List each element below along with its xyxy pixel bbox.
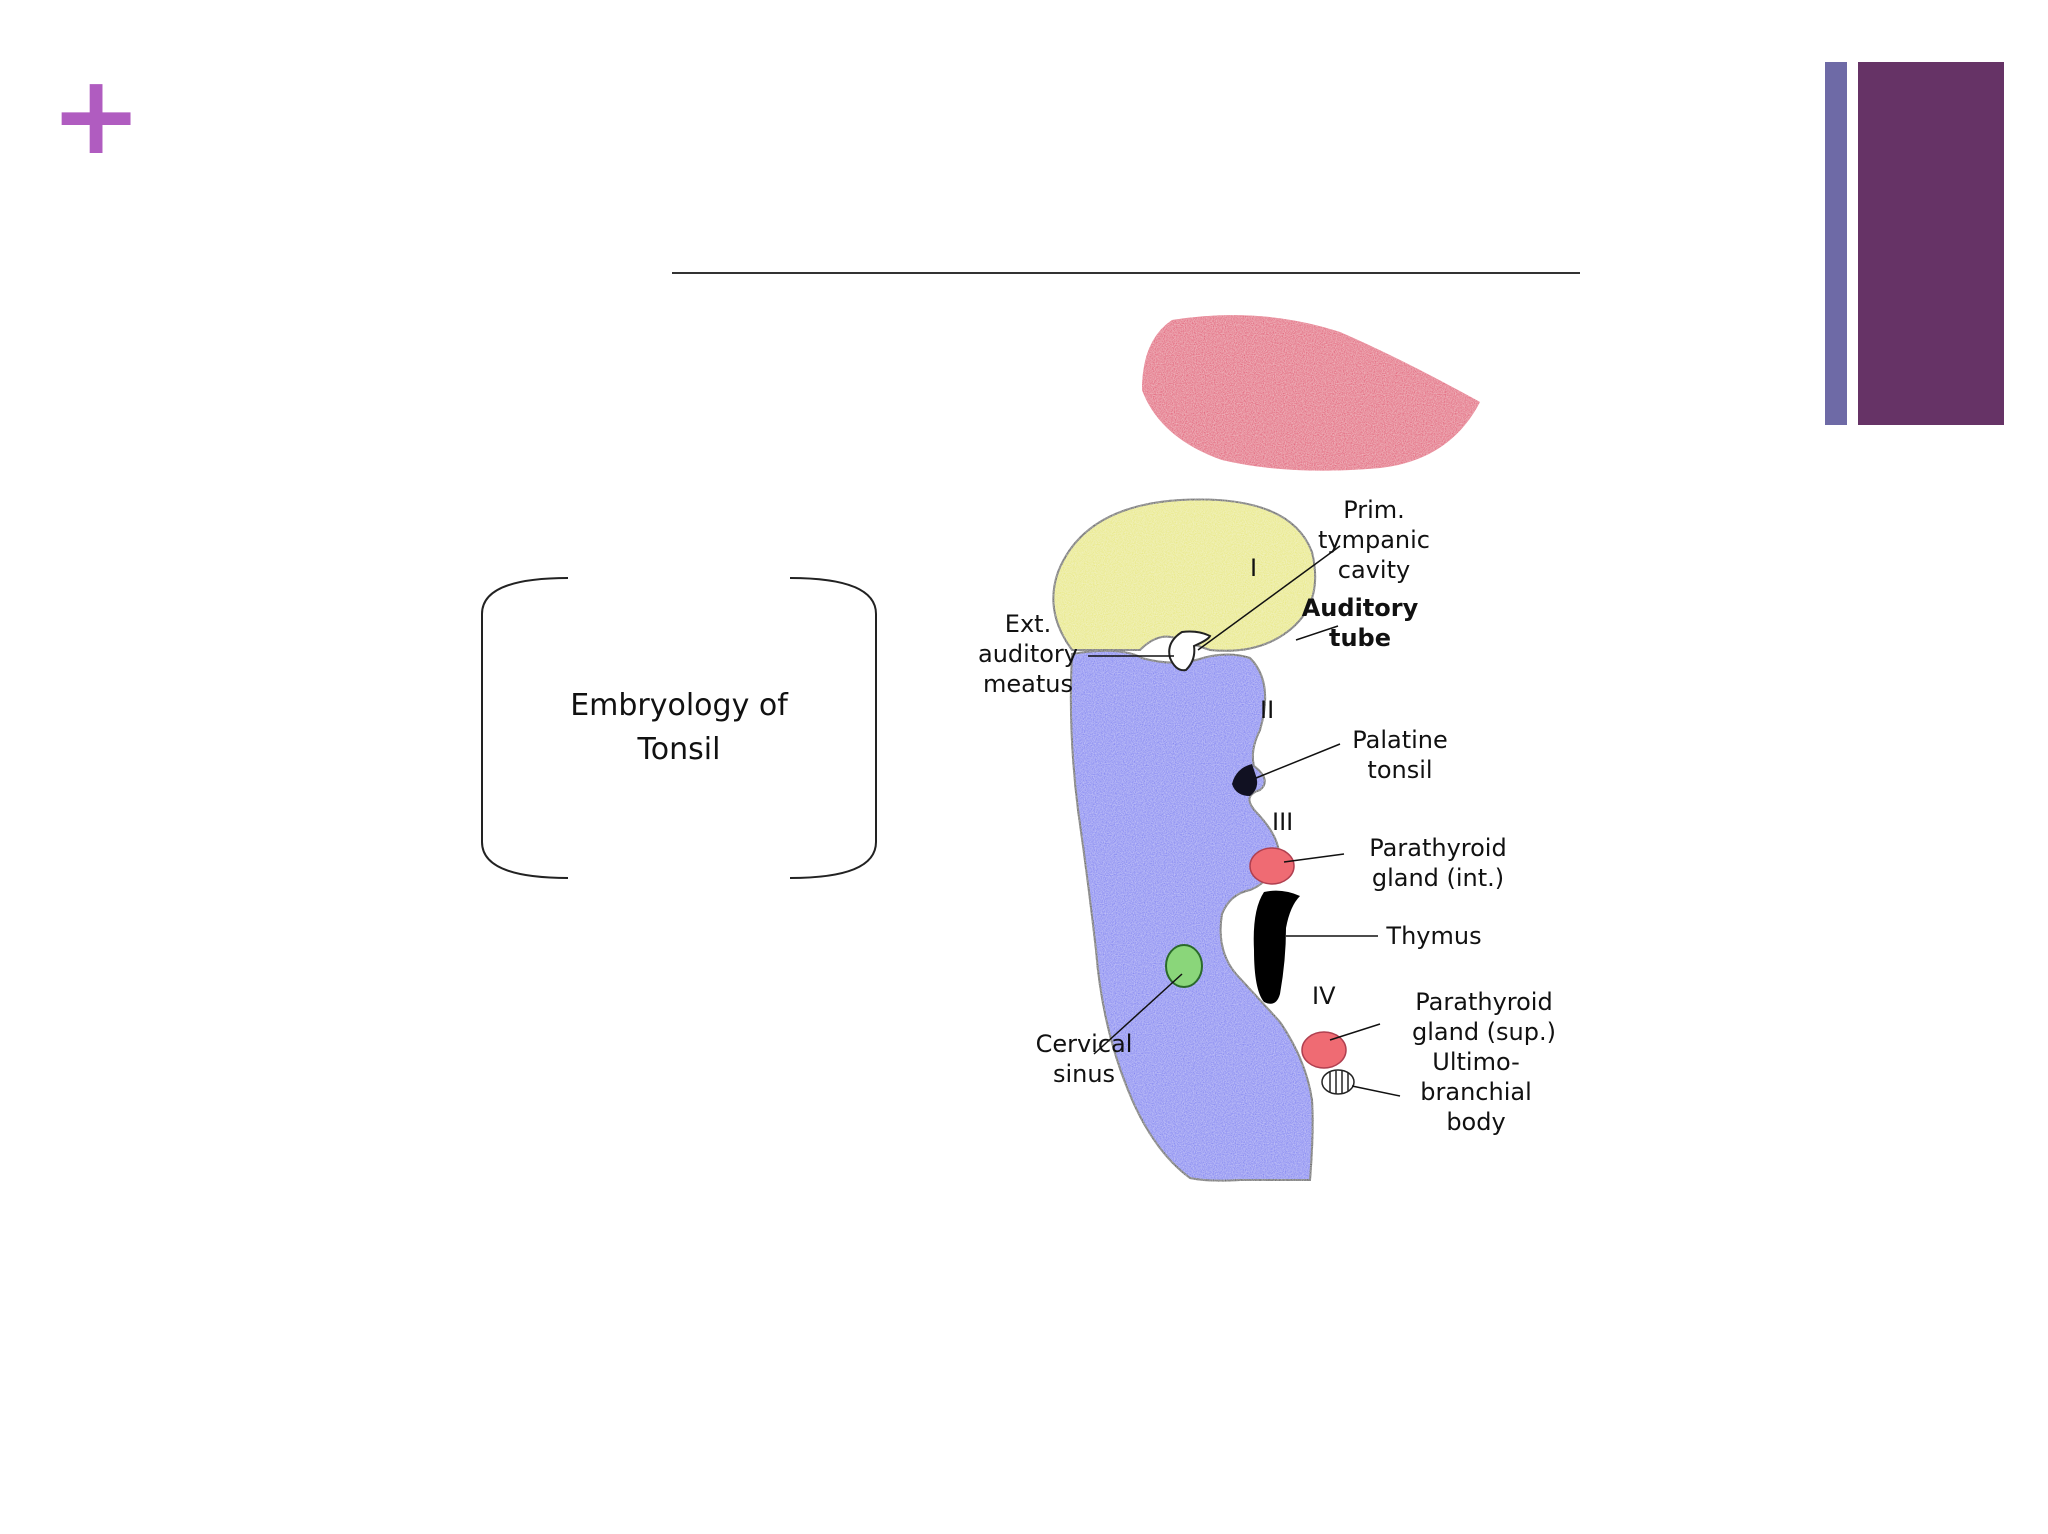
- label-ultimo-1: Ultimo-: [1432, 1048, 1519, 1076]
- parathyroid-inferior-shape: [1249, 847, 1295, 885]
- arch-numeral-1: I: [1250, 554, 1257, 582]
- bracket-label-line1: Embryology of: [570, 688, 788, 723]
- bracket-textbox: Embryology of Tonsil: [478, 574, 880, 882]
- leader-lines: [1088, 545, 1401, 1097]
- arch-numeral-4: IV: [1312, 982, 1336, 1010]
- label-auditory-tube-1: Auditory: [1302, 594, 1419, 622]
- bracket-label-line2: Tonsil: [637, 732, 721, 767]
- label-prim-tympanic-3: cavity: [1338, 556, 1410, 584]
- label-cervical-1: Cervical: [1036, 1030, 1133, 1058]
- label-ultimo-3: body: [1446, 1108, 1505, 1136]
- plus-icon: +: [50, 51, 143, 179]
- thymus-shape: [1253, 890, 1300, 1004]
- cervical-sinus-shape: [1165, 944, 1203, 988]
- top-blob: [1142, 315, 1480, 471]
- accent-bar-thick: [1858, 62, 2004, 425]
- label-prim-tympanic-1: Prim.: [1343, 496, 1405, 524]
- label-ext-meatus-1: Ext.: [1005, 610, 1051, 638]
- label-ultimo-2: branchial: [1420, 1078, 1531, 1106]
- ultimobranchial-body-shape: [1321, 1069, 1355, 1095]
- bracket-label: Embryology of Tonsil: [478, 574, 880, 882]
- first-arch: [1052, 498, 1317, 652]
- accent-bar-thin: [1825, 62, 1847, 425]
- arch-numeral-2: II: [1260, 696, 1274, 724]
- label-prim-tympanic-2: tympanic: [1318, 526, 1430, 554]
- label-thymus: Thymus: [1385, 922, 1481, 950]
- label-parathyroid-inf-2: gland (int.): [1372, 864, 1504, 892]
- bracket-shape: [481, 577, 877, 879]
- label-palatine-1: Palatine: [1352, 726, 1448, 754]
- palatine-tonsil-shape: [1232, 764, 1258, 796]
- label-palatine-2: tonsil: [1367, 756, 1432, 784]
- label-cervical-2: sinus: [1053, 1060, 1115, 1088]
- label-parathyroid-sup-1: Parathyroid: [1415, 988, 1552, 1016]
- parathyroid-superior-shape: [1301, 1031, 1347, 1069]
- label-parathyroid-inf-1: Parathyroid: [1369, 834, 1506, 862]
- figure-svg: I II III IV Prim. tympanic cavity Audito…: [978, 315, 1556, 1182]
- label-ext-meatus-2: auditory: [978, 640, 1078, 668]
- arch-numeral-3: III: [1272, 808, 1293, 836]
- label-parathyroid-sup-2: gland (sup.): [1412, 1018, 1556, 1046]
- label-ext-meatus-3: meatus: [983, 670, 1073, 698]
- pharyngeal-arches-figure: I II III IV Prim. tympanic cavity Audito…: [960, 310, 1600, 1190]
- label-auditory-tube-2: tube: [1329, 624, 1391, 652]
- title-divider: [672, 272, 1580, 274]
